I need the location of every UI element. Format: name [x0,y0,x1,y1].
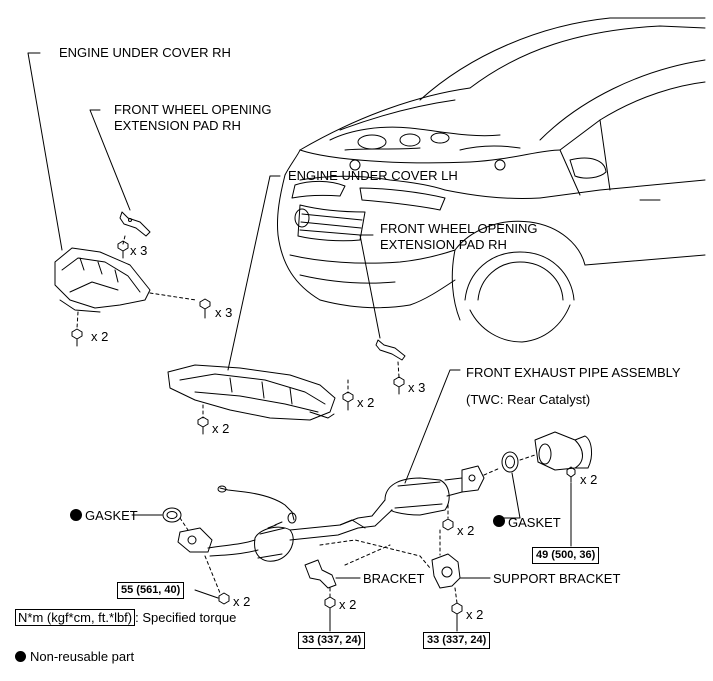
torque-front: 55 (561, 40) [117,582,185,599]
non-reusable-dot-icon [15,651,26,662]
bolt-bracket [324,596,336,615]
bolt-rh-pad [117,240,129,259]
gasket-right-part [501,451,519,473]
label-twc-note: (TWC: Rear Catalyst) [466,392,591,407]
bolt-lh-bottom [197,416,209,435]
qty-lh-cover-right: x 2 [357,395,375,410]
bolt-pad-2 [393,376,405,395]
legend-torque-desc: : Specified torque [135,610,237,625]
engine-under-cover-rh-part [54,247,151,313]
legend-non-reusable-text: Non-reusable part [30,649,135,664]
gasket-left-part [162,507,182,523]
exhaust-pipe-part [177,465,485,562]
qty-lh-pad-bolts: x 3 [408,380,426,395]
bolt-right-flange [566,466,576,483]
bracket-part [304,559,337,589]
legend-torque-units: N*m (kgf*cm, ft.*lbf) [15,609,136,626]
vehicle-illustration [277,17,706,343]
label-bracket: BRACKET [363,571,425,586]
wheel-opening-pad-rh-1-part [119,211,151,237]
qty-front-nuts: x 2 [233,594,251,609]
legend-torque: N*m (kgf*cm, ft.*lbf): Specified torque [15,609,237,626]
non-reusable-marker-right [493,515,505,527]
torque-right-flange: 49 (500, 36) [532,547,600,564]
qty-rh-cover-bolts-bottom: x 2 [91,329,109,344]
legend-non-reusable: Non-reusable part [15,649,134,664]
bolt-rh-bottom [71,328,83,347]
label-gasket-left: GASKET [85,508,138,523]
label-front-wheel-pad-rh-1-line1: FRONT WHEEL OPENING [114,102,272,117]
nut-front [218,592,230,605]
torque-support: 33 (337, 24) [423,632,491,649]
qty-lh-cover-bottom: x 2 [212,421,230,436]
bolt-lh-right [342,391,354,411]
qty-rh-cover-bolts-right: x 3 [215,305,233,320]
label-front-wheel-pad-rh-1-line2: EXTENSION PAD RH [114,118,241,133]
qty-bracket-bolts: x 2 [339,597,357,612]
label-front-wheel-pad-rh-2-line1: FRONT WHEEL OPENING [380,221,538,236]
label-engine-under-cover-rh: ENGINE UNDER COVER RH [59,45,231,60]
label-front-wheel-pad-rh-2-line2: EXTENSION PAD RH [380,237,507,252]
support-bracket-part [431,553,461,589]
qty-rh-pad-bolts: x 3 [130,243,148,258]
label-engine-under-cover-lh: ENGINE UNDER COVER LH [288,168,458,183]
qty-center-nut: x 2 [457,523,475,538]
non-reusable-marker-left [70,509,82,521]
wheel-opening-pad-rh-2-part [375,339,406,361]
nut-center [442,518,454,531]
qty-support-bolts: x 2 [466,607,484,622]
qty-flange-bolts-right: x 2 [580,472,598,487]
label-front-exhaust-pipe: FRONT EXHAUST PIPE ASSEMBLY [466,365,681,380]
torque-bracket: 33 (337, 24) [298,632,366,649]
bolt-support [451,602,463,621]
label-gasket-right: GASKET [508,515,561,530]
label-support-bracket: SUPPORT BRACKET [493,571,621,586]
engine-under-cover-lh-part [167,364,336,421]
rear-pipe-flange [534,431,593,471]
bolt-rh-right [199,298,211,319]
